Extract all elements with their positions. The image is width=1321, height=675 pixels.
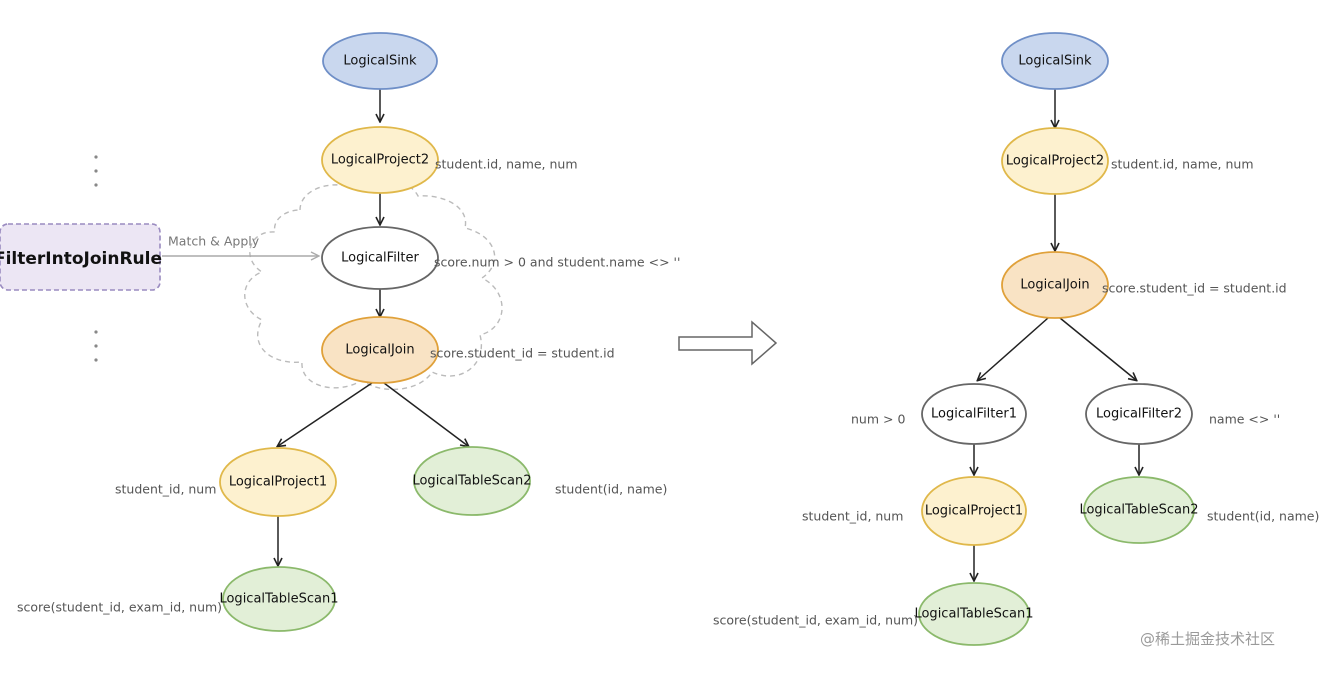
dots-top <box>94 155 98 187</box>
svg-text:LogicalTableScan1: LogicalTableScan1 <box>914 607 1033 622</box>
svg-text:LogicalProject1: LogicalProject1 <box>229 475 327 490</box>
right-scan2-annotation: student(id, name) <box>1207 509 1319 524</box>
right-node-sink: LogicalSink <box>1001 32 1109 90</box>
svg-text:LogicalSink: LogicalSink <box>1018 54 1092 69</box>
left-edges <box>278 89 468 565</box>
left-node-project1: LogicalProject1 <box>219 447 337 517</box>
transform-arrow <box>678 320 778 366</box>
left-scan2-annotation: student(id, name) <box>555 482 667 497</box>
left-node-project2: LogicalProject2 <box>321 126 439 194</box>
rule-label: FilterIntoJoinRule <box>0 249 162 269</box>
svg-text:LogicalTableScan2: LogicalTableScan2 <box>412 474 531 489</box>
left-scan1-annotation: score(student_id, exam_id, num) <box>17 600 222 615</box>
left-node-join: LogicalJoin <box>321 316 439 384</box>
svg-text:LogicalProject2: LogicalProject2 <box>331 153 429 168</box>
right-edges <box>974 89 1139 580</box>
svg-text:LogicalSink: LogicalSink <box>343 54 417 69</box>
right-node-project1: LogicalProject1 <box>921 476 1027 546</box>
left-project2-annotation: student.id, name, num <box>435 157 578 172</box>
right-filter2-annotation: name <> '' <box>1209 412 1280 427</box>
left-node-filter: LogicalFilter <box>321 226 439 290</box>
svg-text:LogicalTableScan2: LogicalTableScan2 <box>1079 503 1198 518</box>
svg-text:LogicalJoin: LogicalJoin <box>1020 278 1089 293</box>
right-node-filter2: LogicalFilter2 <box>1085 383 1193 445</box>
left-node-sink: LogicalSink <box>322 32 438 90</box>
svg-text:LogicalTableScan1: LogicalTableScan1 <box>219 592 338 607</box>
right-scan1-annotation: score(student_id, exam_id, num) <box>713 613 918 628</box>
right-project1-annotation: student_id, num <box>802 509 903 524</box>
rule-box: FilterIntoJoinRule <box>0 223 162 291</box>
svg-text:LogicalProject1: LogicalProject1 <box>925 504 1023 519</box>
svg-text:LogicalJoin: LogicalJoin <box>345 343 414 358</box>
svg-text:LogicalFilter2: LogicalFilter2 <box>1096 407 1182 422</box>
watermark: @稀土掘金技术社区 <box>1140 630 1275 648</box>
match-cloud <box>244 179 503 391</box>
match-apply-label: Match & Apply <box>168 234 260 249</box>
right-node-filter1: LogicalFilter1 <box>921 383 1027 445</box>
svg-text:LogicalFilter: LogicalFilter <box>341 251 419 266</box>
left-node-scan1: LogicalTableScan1 <box>219 566 339 632</box>
right-node-project2: LogicalProject2 <box>1001 127 1109 195</box>
left-filter-annotation: score.num > 0 and student.name <> '' <box>434 255 680 270</box>
svg-text:LogicalFilter1: LogicalFilter1 <box>931 407 1017 422</box>
right-filter1-annotation: num > 0 <box>851 412 905 427</box>
right-node-scan1: LogicalTableScan1 <box>914 582 1034 646</box>
right-node-scan2: LogicalTableScan2 <box>1079 476 1199 544</box>
left-join-annotation: score.student_id = student.id <box>430 346 615 361</box>
left-node-scan2: LogicalTableScan2 <box>412 446 532 516</box>
right-node-join: LogicalJoin <box>1001 251 1109 319</box>
right-project2-annotation: student.id, name, num <box>1111 157 1254 172</box>
left-project1-annotation: student_id, num <box>115 482 216 497</box>
right-join-annotation: score.student_id = student.id <box>1102 281 1287 296</box>
dots-bottom <box>94 330 98 362</box>
svg-text:LogicalProject2: LogicalProject2 <box>1006 154 1104 169</box>
